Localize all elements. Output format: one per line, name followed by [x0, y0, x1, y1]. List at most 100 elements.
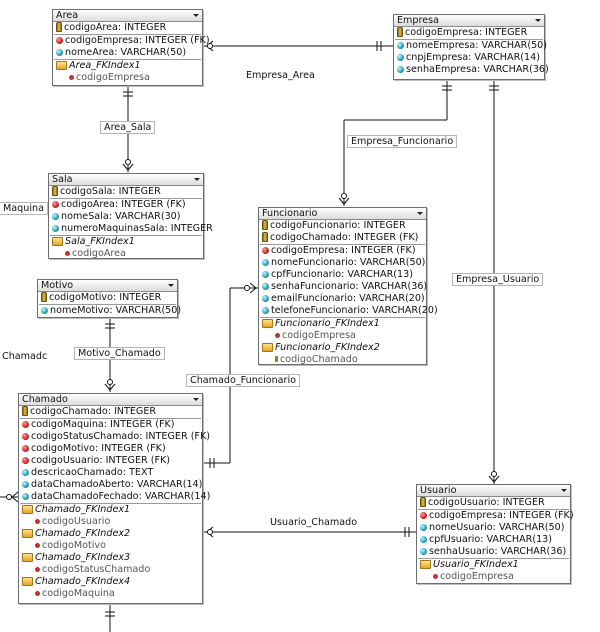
index-column-text: codigoStatusChamado [42, 564, 151, 575]
chevron-down-icon[interactable] [193, 14, 199, 17]
column-row[interactable]: codigoChamado: INTEGER (FK) [259, 232, 426, 244]
column-text: senhaUsuario: VARCHAR(36) [429, 546, 567, 557]
column-text: telefoneFuncionario: VARCHAR(20) [271, 305, 438, 316]
rel-label-motivo-chamado[interactable]: Motivo_Chamado [74, 347, 165, 360]
foreign-key-icon [35, 566, 40, 572]
index-column-text: codigoMaquina [42, 588, 115, 599]
rel-label-usuario-chamado[interactable]: Usuario_Chamado [268, 517, 360, 528]
index-row[interactable]: Funcionario_FKIndex2 [259, 342, 426, 354]
index-row[interactable]: Chamado_FKIndex3 [19, 552, 202, 564]
link-usuario-chamado [203, 526, 416, 538]
column-row[interactable]: cnpjEmpresa: VARCHAR(14) [394, 52, 544, 64]
rel-label-chamadc-offscreen[interactable]: Chamadc [0, 351, 50, 362]
column-row[interactable]: codigoMotivo: INTEGER [38, 292, 177, 304]
column-row[interactable]: descricaoChamado: TEXT [19, 467, 202, 479]
column-row[interactable]: dataChamadoFechado: VARCHAR(14) [19, 491, 210, 503]
rel-label-area-sala[interactable]: Area_Sala [100, 121, 156, 134]
column-row[interactable]: senhaUsuario: VARCHAR(36) [417, 546, 570, 558]
column-row[interactable]: codigoMaquina: INTEGER (FK) [19, 419, 202, 431]
column-text: codigoEmpresa: INTEGER [405, 27, 528, 38]
primary-key-separator [50, 198, 202, 199]
rel-label-chamado-funcionario[interactable]: Chamado_Funcionario [186, 374, 301, 387]
index-name: Chamado_FKIndex1 [35, 504, 131, 515]
table-header[interactable]: Sala [49, 174, 203, 186]
column-row[interactable]: codigoEmpresa: INTEGER (FK) [417, 510, 574, 522]
column-row[interactable]: senhaEmpresa: VARCHAR(36) [394, 64, 549, 76]
column-text: codigoSala: INTEGER [60, 186, 161, 197]
chevron-down-icon[interactable] [417, 212, 423, 215]
link-chamado-offscreen-bottom [105, 604, 115, 632]
index-row[interactable]: Area_FKIndex1 [53, 60, 202, 72]
column-row[interactable]: codigoStatusChamado: INTEGER (FK) [19, 431, 210, 443]
column-row[interactable]: nomeMotivo: VARCHAR(50) [38, 305, 181, 317]
index-row[interactable]: Funcionario_FKIndex1 [259, 318, 426, 330]
rel-label-empresa-area[interactable]: Empresa_Area [244, 70, 317, 81]
column-row[interactable]: codigoEmpresa: INTEGER [394, 27, 544, 39]
column-row[interactable]: emailFuncionario: VARCHAR(20) [259, 293, 426, 305]
index-row[interactable]: Sala_FKIndex1 [49, 236, 203, 248]
table-header[interactable]: Motivo [38, 280, 177, 292]
index-row[interactable]: Usuario_FKIndex1 [417, 559, 570, 571]
index-row[interactable]: Chamado_FKIndex1 [19, 504, 202, 516]
index-row[interactable]: Chamado_FKIndex4 [19, 576, 202, 588]
index-column-text: codigoUsuario [42, 516, 111, 527]
rel-label-empresa-usuario[interactable]: Empresa_Usuario [452, 273, 544, 286]
table-header[interactable]: Empresa [394, 15, 544, 27]
rel-label-empresa-funcionario[interactable]: Empresa_Funcionario [347, 135, 458, 148]
column-row[interactable]: cpfFuncionario: VARCHAR(13) [259, 269, 426, 281]
column-text: codigoChamado: INTEGER (FK) [270, 232, 419, 243]
foreign-key-icon [56, 36, 63, 44]
chevron-down-icon[interactable] [194, 178, 200, 181]
rel-label-maquina-offscreen[interactable]: Maquina [0, 202, 48, 215]
column-row[interactable]: cpfUsuario: VARCHAR(13) [417, 534, 570, 546]
column-row[interactable]: codigoArea: INTEGER (FK) [49, 199, 203, 211]
table-header[interactable]: Funcionario [259, 208, 426, 220]
column-row[interactable]: nomeFuncionario: VARCHAR(50) [259, 257, 426, 269]
key-icon [420, 497, 426, 507]
column-text: nomeFuncionario: VARCHAR(50) [271, 257, 426, 268]
column-row[interactable]: codigoMotivo: INTEGER (FK) [19, 443, 202, 455]
column-row[interactable]: codigoUsuario: INTEGER [417, 497, 570, 509]
chevron-down-icon[interactable] [193, 398, 199, 401]
column-row[interactable]: nomeArea: VARCHAR(50) [53, 47, 202, 59]
column-row[interactable]: codigoUsuario: INTEGER (FK) [19, 455, 202, 467]
column-row[interactable]: codigoEmpresa: INTEGER (FK) [259, 245, 426, 257]
table-header[interactable]: Chamado [19, 394, 202, 406]
column-text: codigoMotivo: INTEGER (FK) [31, 443, 166, 454]
index-row[interactable]: Chamado_FKIndex2 [19, 528, 202, 540]
column-row[interactable]: nomeUsuario: VARCHAR(50) [417, 522, 570, 534]
column-row[interactable]: nomeSala: VARCHAR(30) [49, 211, 203, 223]
index-folder-icon [262, 342, 273, 352]
table-header[interactable]: Usuario [417, 485, 570, 497]
column-row[interactable]: codigoSala: INTEGER [49, 186, 203, 198]
chevron-down-icon[interactable] [535, 19, 541, 22]
column-row[interactable]: numeroMaquinasSala: INTEGER [49, 223, 213, 235]
column-text: nomeEmpresa: VARCHAR(50) [406, 40, 548, 51]
index-folder-icon [22, 528, 33, 538]
column-row[interactable]: codigoChamado: INTEGER [19, 406, 202, 418]
index-column-text: codigoArea [72, 248, 126, 259]
foreign-key-icon [275, 332, 280, 338]
column-row[interactable]: codigoEmpresa: INTEGER (FK) [53, 35, 210, 47]
column-text: senhaEmpresa: VARCHAR(36) [406, 64, 549, 75]
column-row[interactable]: dataChamadoAberto: VARCHAR(14) [19, 479, 202, 491]
table-header[interactable]: Area [53, 10, 202, 22]
column-row[interactable]: codigoFuncionario: INTEGER [259, 220, 426, 232]
foreign-key-icon [420, 511, 427, 519]
column-icon [397, 53, 404, 61]
key-icon [56, 22, 62, 32]
column-row[interactable]: telefoneFuncionario: VARCHAR(20) [259, 305, 438, 317]
chevron-down-icon[interactable] [561, 489, 567, 492]
column-row[interactable]: nomeEmpresa: VARCHAR(50) [394, 40, 548, 52]
chevron-down-icon[interactable] [168, 284, 174, 287]
table-title: Motivo [41, 280, 74, 291]
column-row[interactable]: senhaFuncionario: VARCHAR(36) [259, 281, 427, 293]
column-row[interactable]: codigoArea: INTEGER [53, 22, 202, 34]
